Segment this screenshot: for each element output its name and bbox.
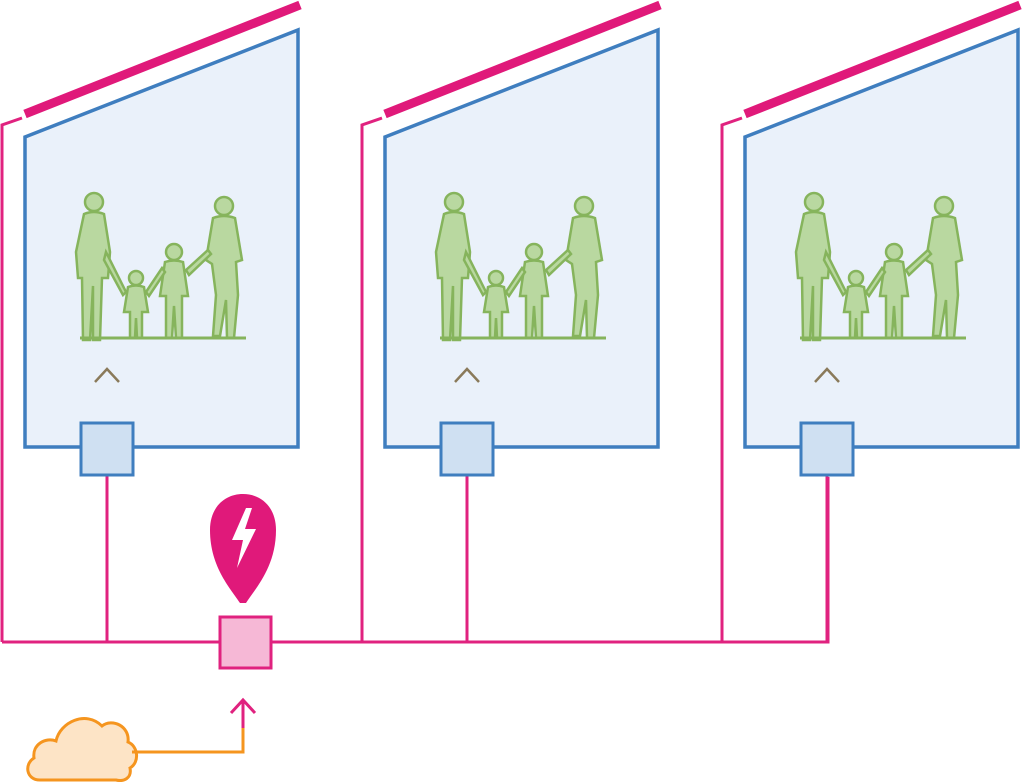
solar-panel-bar [23, 0, 302, 119]
household-2 [360, 0, 662, 642]
cloud-feed-line [132, 725, 245, 754]
house-outline [23, 27, 300, 449]
inverter-box [439, 421, 495, 477]
inverter-box [79, 421, 135, 477]
grid-bus [2, 477, 830, 644]
house-outline [383, 27, 660, 449]
solar-panel-bar [383, 0, 662, 119]
grid-hub-box [218, 615, 273, 670]
hub-input-arrow [229, 697, 257, 728]
solar-panel-bar [743, 0, 1022, 119]
households-group [0, 0, 1022, 642]
household-3 [720, 0, 1022, 642]
supply-arrow-head [454, 367, 480, 383]
inverter-box [799, 421, 855, 477]
panel-feed-line [720, 116, 743, 642]
panel-feed-line [0, 116, 23, 642]
supply-arrow-head [94, 367, 120, 383]
panel-feed-line [360, 116, 383, 642]
lightning-pin-icon [210, 494, 276, 603]
main-bus-line [2, 477, 830, 644]
grid-hub [218, 615, 273, 670]
household-1 [0, 0, 302, 642]
supply-arrow-head [814, 367, 840, 383]
house-outline [743, 27, 1020, 449]
cloud-icon [26, 717, 138, 782]
